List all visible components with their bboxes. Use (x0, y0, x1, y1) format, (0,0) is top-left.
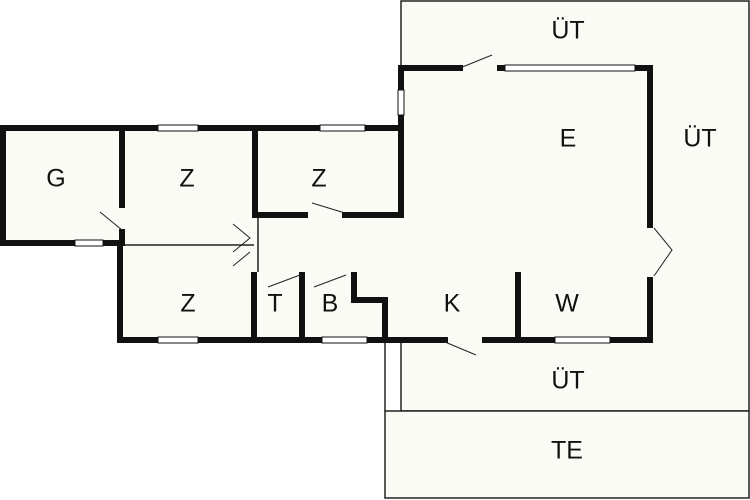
window-z3 (157, 336, 199, 344)
label-k: K (444, 290, 461, 318)
label-w: W (555, 290, 579, 318)
window-g (74, 239, 104, 247)
label-z-upper-right: Z (311, 165, 326, 193)
interior-floor (3, 68, 650, 340)
window-e-left (397, 89, 405, 116)
window-b (321, 336, 368, 344)
label-z-upper-left: Z (179, 165, 194, 193)
label-z-lower: Z (180, 290, 195, 318)
window-z2 (319, 124, 366, 132)
window-w (554, 336, 611, 344)
label-g: G (46, 165, 65, 193)
interior-walls (119, 125, 521, 343)
window-e-top (504, 64, 636, 72)
label-t: T (267, 290, 282, 318)
label-ut-top: ÜT (551, 17, 584, 45)
label-b: B (322, 290, 339, 318)
label-e: E (560, 125, 577, 153)
label-ut-right: ÜT (683, 125, 716, 153)
window-z1 (157, 124, 199, 132)
terrace-area-te (384, 410, 750, 499)
windows (74, 64, 636, 344)
door-swings (99, 54, 673, 356)
label-te: TE (551, 437, 583, 465)
label-ut-bottom: ÜT (551, 367, 584, 395)
